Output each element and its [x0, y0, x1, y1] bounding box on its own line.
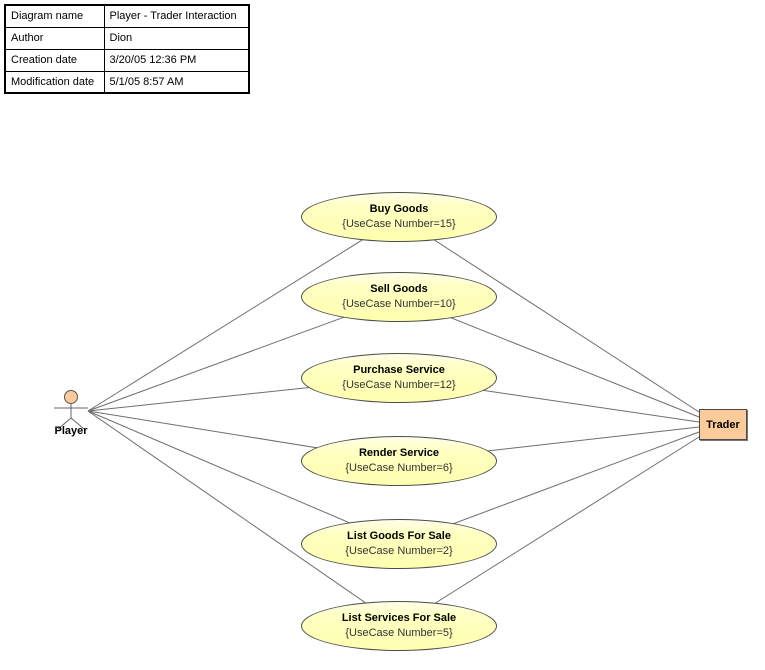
- table-row: Author Dion: [4, 26, 250, 50]
- usecase-constraint: {UseCase Number=10}: [342, 297, 456, 310]
- info-label-creation-date: Creation date: [4, 48, 105, 72]
- info-value-author: Dion: [103, 26, 250, 50]
- actor-head: [64, 390, 78, 404]
- usecase-constraint: {UseCase Number=12}: [342, 378, 456, 391]
- usecase-list-services-for-sale[interactable]: List Services For Sale {UseCase Number=5…: [301, 601, 497, 651]
- actor-leg-left: [57, 417, 72, 430]
- usecase-constraint: {UseCase Number=2}: [345, 544, 453, 557]
- usecase-name: Buy Goods: [369, 202, 429, 215]
- association-player-list-services: [87, 410, 400, 627]
- usecase-list-goods-for-sale[interactable]: List Goods For Sale {UseCase Number=2}: [301, 519, 497, 569]
- info-value-modification-date: 5/1/05 8:57 AM: [103, 70, 250, 94]
- usecase-name: List Goods For Sale: [347, 529, 451, 542]
- actor-trader-box[interactable]: Trader: [699, 409, 747, 440]
- usecase-constraint: {UseCase Number=5}: [345, 626, 453, 639]
- association-trader-list-services: [398, 436, 700, 627]
- table-row: Diagram name Player - Trader Interaction: [4, 4, 250, 28]
- usecase-constraint: {UseCase Number=6}: [345, 461, 453, 474]
- info-value-creation-date: 3/20/05 12:36 PM: [103, 48, 250, 72]
- actor-player-icon[interactable]: [49, 386, 93, 432]
- info-label-author: Author: [4, 26, 105, 50]
- actor-leg-right: [70, 417, 85, 430]
- usecase-sell-goods[interactable]: Sell Goods {UseCase Number=10}: [301, 272, 497, 322]
- info-label-diagram-name: Diagram name: [4, 4, 105, 28]
- actor-player-label: Player: [54, 425, 88, 437]
- usecase-name: Sell Goods: [370, 282, 428, 295]
- usecase-constraint: {UseCase Number=15}: [342, 217, 456, 230]
- info-value-diagram-name: Player - Trader Interaction: [103, 4, 250, 28]
- diagram-info-table: Diagram name Player - Trader Interaction…: [4, 4, 250, 94]
- usecase-purchase-service[interactable]: Purchase Service {UseCase Number=12}: [301, 353, 497, 403]
- usecase-name: List Services For Sale: [341, 611, 457, 624]
- actor-trader-label: Trader: [706, 418, 740, 431]
- usecase-render-service[interactable]: Render Service {UseCase Number=6}: [301, 436, 497, 486]
- association-player-buy-goods: [87, 216, 400, 412]
- table-row: Modification date 5/1/05 8:57 AM: [4, 70, 250, 94]
- table-row: Creation date 3/20/05 12:36 PM: [4, 48, 250, 72]
- usecase-name: Render Service: [358, 446, 440, 459]
- usecase-buy-goods[interactable]: Buy Goods {UseCase Number=15}: [301, 192, 497, 242]
- association-trader-buy-goods: [398, 216, 700, 413]
- info-label-modification-date: Modification date: [4, 70, 105, 94]
- usecase-name: Purchase Service: [353, 363, 445, 376]
